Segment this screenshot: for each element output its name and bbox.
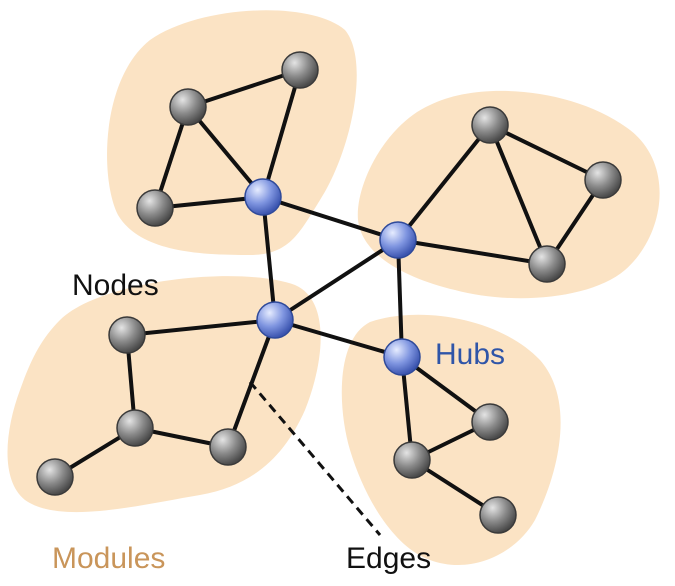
label-edges: Edges [346, 542, 431, 575]
node [584, 161, 622, 199]
label-nodes: Nodes [72, 269, 159, 302]
node [169, 88, 207, 126]
label-hubs: Hubs [435, 338, 505, 371]
nodes [36, 51, 622, 534]
hub-node [379, 221, 417, 259]
node [471, 106, 509, 144]
hubs [244, 178, 421, 376]
node [528, 245, 566, 283]
hub-node [256, 301, 294, 339]
node [116, 409, 154, 447]
hub-node [383, 338, 421, 376]
node [108, 316, 146, 354]
node [136, 189, 174, 227]
node [281, 51, 319, 89]
node [36, 458, 74, 496]
node [479, 496, 517, 534]
node [393, 441, 431, 479]
node [209, 428, 247, 466]
edges-pointer [248, 381, 382, 536]
label-modules: Modules [52, 542, 165, 575]
node [471, 403, 509, 441]
hub-node [244, 178, 282, 216]
